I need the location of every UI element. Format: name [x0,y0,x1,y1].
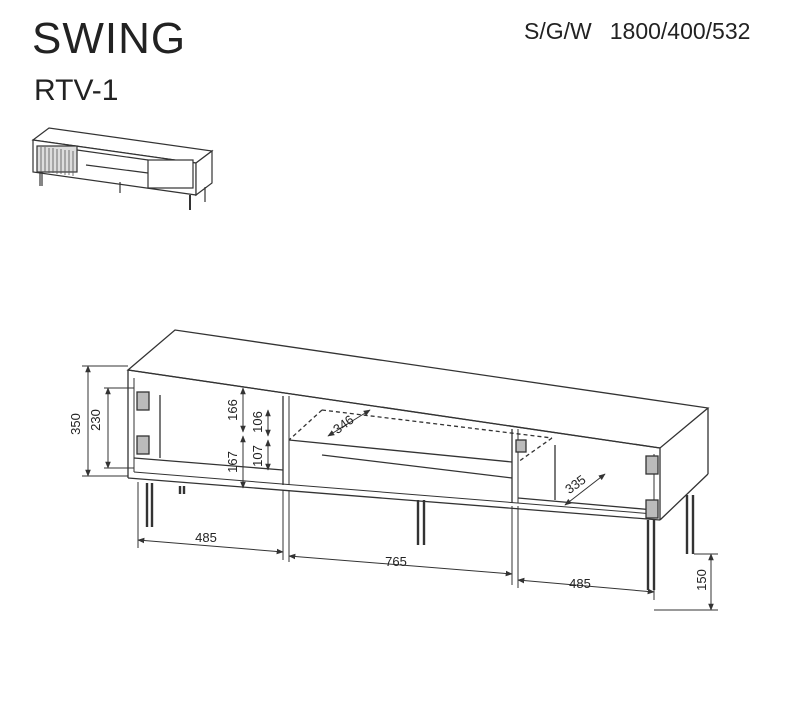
dim-side-depth: 335 [562,472,588,497]
dim-right-width: 485 [569,576,591,591]
dim-total-height: 350 [68,413,83,435]
dim-upper-compartment: 166 [225,399,240,421]
dimension-lines [82,365,718,611]
dims-values: 1800/400/532 [609,18,751,44]
dim-middle-depth: 346 [330,412,356,437]
dim-leg-height: 150 [694,569,709,591]
dims-label: S/G/W [524,18,592,44]
dim-lower-compartment: 167 [225,451,240,473]
dim-body-height: 230 [88,409,103,431]
dim-middle-width: 765 [385,554,407,569]
cabinet-drawing [126,329,710,590]
dim-shelf-lower: 107 [250,445,265,467]
overall-dimensions: S/G/W 1800/400/532 [524,18,750,45]
thumbnail-view [31,127,214,210]
dim-shelf-upper: 106 [250,411,265,433]
product-title: SWING [32,14,187,63]
model-code: RTV-1 [34,74,119,107]
dim-left-width: 485 [195,530,217,545]
